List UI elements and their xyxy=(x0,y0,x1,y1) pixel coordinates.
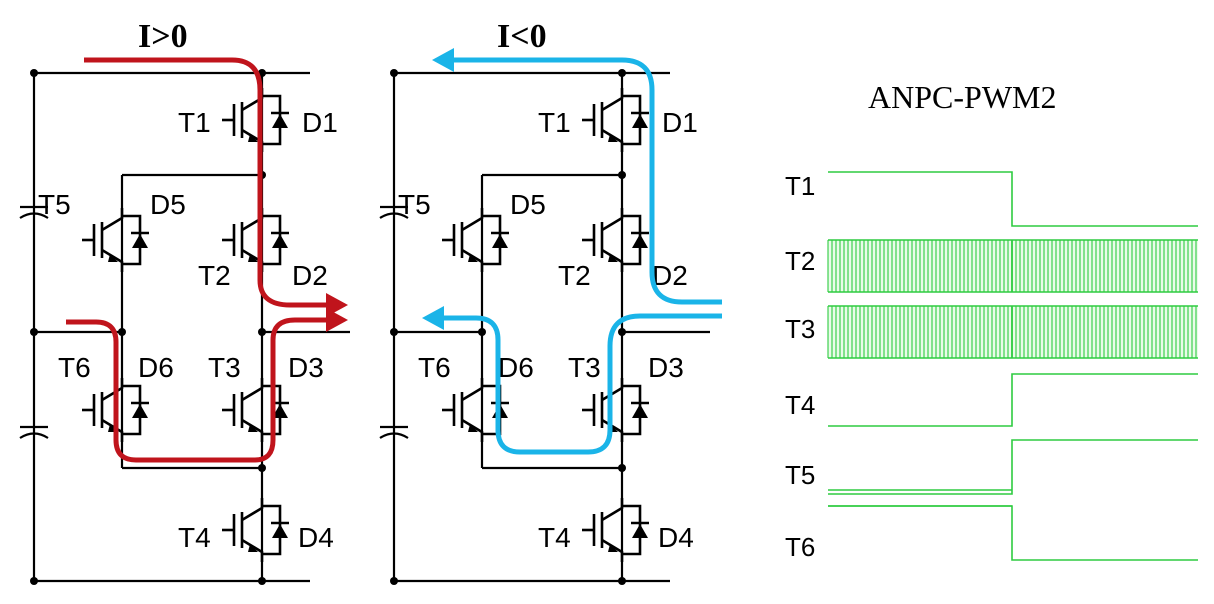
label-t2: T2 xyxy=(198,260,231,291)
label-t4: T4 xyxy=(538,522,571,553)
waveform-label-t4: T4 xyxy=(785,390,815,420)
waveform-trace-t6 xyxy=(828,505,1198,561)
current-arrow-lower xyxy=(326,308,348,332)
right-switch-t1 xyxy=(582,88,649,152)
current-arrow-upper xyxy=(432,48,454,72)
left-switch-t4 xyxy=(222,498,289,562)
left-switch-t3 xyxy=(222,378,289,442)
label-d6: D6 xyxy=(498,352,534,383)
label-d5: D5 xyxy=(150,189,186,220)
waveform-label-t5: T5 xyxy=(785,460,815,490)
waveform-trace-t3 xyxy=(827,305,1198,359)
dc-bus xyxy=(30,69,350,585)
label-t2: T2 xyxy=(558,260,591,291)
label-t1: T1 xyxy=(178,107,211,138)
label-d6: D6 xyxy=(138,352,174,383)
right-switch-t4 xyxy=(582,498,649,562)
circuit-right-title: I<0 xyxy=(497,18,547,55)
current-path-upper xyxy=(450,57,722,305)
waveform-label-t6: T6 xyxy=(785,532,815,562)
current-path-lower xyxy=(66,317,332,463)
left-switch-t1 xyxy=(222,88,289,152)
label-t3: T3 xyxy=(208,352,241,383)
label-t1: T1 xyxy=(538,107,571,138)
waveform-trace-t1 xyxy=(828,171,1198,227)
label-d1: D1 xyxy=(302,107,338,138)
waveform-label-t2: T2 xyxy=(785,246,815,276)
label-d5: D5 xyxy=(510,189,546,220)
label-t4: T4 xyxy=(178,522,211,553)
circuit-left: I>0 xyxy=(19,18,350,585)
label-t3: T3 xyxy=(568,352,601,383)
capacitor-top xyxy=(379,205,409,219)
label-d4: D4 xyxy=(658,522,694,553)
waveform-trace-t2 xyxy=(827,239,1198,293)
dc-bus xyxy=(390,69,710,585)
left-switch-t2 xyxy=(222,208,289,272)
label-d1: D1 xyxy=(662,107,698,138)
left-switch-t5 xyxy=(82,208,149,272)
label-d3: D3 xyxy=(288,352,324,383)
current-arrow-lower xyxy=(422,306,444,330)
label-t5: T5 xyxy=(38,189,71,220)
label-t6: T6 xyxy=(418,352,451,383)
current-path-lower xyxy=(440,313,722,455)
label-d4: D4 xyxy=(298,522,334,553)
capacitor-bottom xyxy=(379,425,409,439)
waveform-label-t1: T1 xyxy=(785,171,815,201)
waveform-title: ANPC-PWM2 xyxy=(868,79,1056,115)
current-path-upper xyxy=(84,57,332,308)
circuit-left-title: I>0 xyxy=(138,18,188,55)
waveform-label-t3: T3 xyxy=(785,314,815,344)
right-switch-t2 xyxy=(582,208,649,272)
left-switch-t6 xyxy=(82,378,149,442)
right-switch-t5 xyxy=(442,208,509,272)
right-switch-t3 xyxy=(582,378,649,442)
label-d2: D2 xyxy=(292,260,328,291)
capacitor-bottom xyxy=(19,425,49,439)
circuit-right: I<0 T1 D1 T xyxy=(379,18,722,585)
label-t6: T6 xyxy=(58,352,91,383)
label-d2: D2 xyxy=(652,260,688,291)
waveform-trace-t4 xyxy=(828,373,1198,427)
capacitor-top xyxy=(19,205,49,219)
label-t5: T5 xyxy=(398,189,431,220)
label-d3: D3 xyxy=(648,352,684,383)
waveform-trace-t5 xyxy=(828,439,1198,495)
